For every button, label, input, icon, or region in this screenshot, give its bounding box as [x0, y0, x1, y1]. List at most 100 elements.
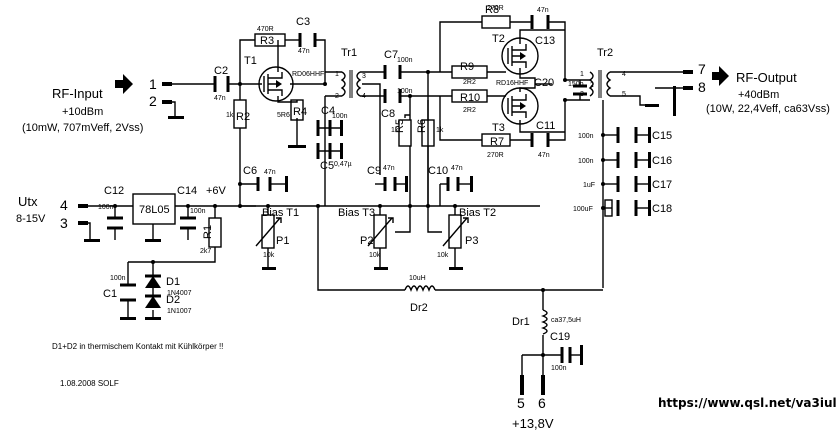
C19-value: 100n [551, 365, 567, 372]
P3-value: 10k [437, 252, 449, 259]
D2-type: 1N1007 [167, 308, 192, 315]
C2-label: C2 [214, 65, 228, 77]
terminal-pin-5 [520, 375, 524, 395]
D2-label: D2 [166, 294, 180, 306]
regulator-78L05 [132, 193, 176, 225]
resistor-R9 [451, 65, 488, 79]
P2-label: P2 [360, 235, 373, 247]
ground-symbol [648, 127, 651, 143]
T1-label: T1 [244, 55, 257, 67]
capacitor-C11 [530, 133, 550, 147]
R3-label: R3 [260, 35, 274, 47]
C17-value: 1uF [583, 182, 595, 189]
C11-value: 47n [538, 152, 550, 159]
pin-3-label: 3 [60, 215, 68, 231]
supply-label: +13,8V [512, 416, 554, 431]
potentiometer-P3 [442, 214, 469, 249]
C16-label: C16 [652, 155, 672, 167]
R9-value: 2R2 [463, 79, 476, 86]
D1-label: D1 [166, 276, 180, 288]
C4-label: C4 [321, 105, 335, 117]
pin-1-label: 1 [149, 76, 157, 92]
terminal-pin-3 [78, 221, 88, 225]
C5-label: C5 [320, 160, 334, 172]
C8-label: C8 [381, 108, 395, 120]
ground-symbol [580, 345, 583, 365]
capacitor-C5 [316, 143, 332, 159]
mosfet-T2 [501, 37, 539, 75]
choke-Dr1 [541, 309, 548, 335]
input-detail-label: (10mW, 707mVeff, 2Vss) [22, 122, 143, 134]
pin-2-label: 2 [149, 93, 157, 109]
pin-7-label: 7 [698, 61, 706, 77]
resistor-R4 [290, 99, 304, 121]
potentiometer-P1 [255, 214, 282, 249]
pin-8-label: 8 [698, 79, 706, 95]
pin-4-label: 4 [60, 197, 68, 213]
capacitor-C8 [383, 89, 402, 103]
transformer-Tr2 [588, 70, 612, 98]
T1-type: RD06HHF [292, 71, 324, 78]
capacitor-C3 [298, 33, 317, 47]
D1-type: 1N4007 [167, 290, 192, 297]
R1-value: 2k7 [200, 248, 211, 255]
capacitor-C7 [383, 65, 402, 79]
C8-value: 100n [397, 88, 413, 95]
Dr2-label: Dr2 [410, 302, 428, 314]
C6-label: C6 [243, 165, 257, 177]
terminal-pin-6 [541, 375, 545, 395]
ground-symbol [288, 145, 306, 148]
capacitor-C4 [316, 120, 332, 136]
rf-input-label: RF-Input [52, 86, 103, 101]
potentiometer-P2 [367, 214, 394, 249]
R10-label: R10 [460, 92, 480, 104]
ground-symbol [168, 116, 184, 119]
R1-label: R1 [202, 225, 214, 239]
C20-value: 150p [568, 81, 584, 88]
R2-value: 1k [226, 112, 234, 119]
utx-range-label: 8-15V [16, 213, 46, 225]
wires [78, 21, 690, 375]
C16-value: 100n [578, 158, 594, 165]
ground-symbol [120, 317, 136, 320]
C17-label: C17 [652, 179, 672, 191]
input-arrow-icon [115, 74, 133, 94]
tr2-pin3: 3 [580, 91, 584, 98]
ground-symbol [470, 176, 473, 192]
capacitor-C9 [383, 177, 397, 191]
output-power-label: +40dBm [738, 89, 779, 101]
Dr1-label: Dr1 [512, 316, 530, 328]
capacitor-C2 [213, 76, 230, 92]
R2-label: R2 [236, 111, 250, 123]
ground-symbol [405, 176, 408, 192]
pin-5-label: 5 [517, 395, 525, 411]
ground-symbol [648, 200, 651, 216]
capacitor-C1 [120, 283, 136, 302]
terminal-pin-7 [683, 70, 693, 74]
transformer-Tr1 [340, 70, 362, 98]
ground-symbol [645, 104, 659, 107]
resistor-R2 [233, 99, 247, 129]
P1-label: P1 [276, 235, 289, 247]
input-power-label: +10dBm [62, 106, 103, 118]
tr1-pin1: 1 [335, 71, 339, 78]
C15-value: 100n [578, 133, 594, 140]
R6-label: R6 [416, 119, 428, 133]
resistor-R6 [421, 119, 435, 147]
bias-T3-label: Bias T3 [338, 207, 375, 219]
C19-label: C19 [550, 331, 570, 343]
ground-symbol [648, 152, 651, 168]
resistor-R5 [398, 119, 412, 147]
ground-symbol [145, 239, 161, 242]
capacitor-C14 [180, 216, 196, 230]
C1-value: 100n [110, 275, 126, 282]
ground-symbol [673, 86, 676, 116]
rf-output-label: RF-Output [736, 70, 797, 85]
source-url[interactable]: https://www.qsl.net/va3iul [658, 396, 837, 410]
C5-value: 0,47µ [334, 161, 352, 168]
C12-label: C12 [104, 185, 124, 197]
R5-label: R5 [394, 119, 406, 133]
pin-6-label: 6 [538, 395, 546, 411]
C3-value: 47n [298, 48, 310, 55]
C10-label: C10 [428, 165, 448, 177]
